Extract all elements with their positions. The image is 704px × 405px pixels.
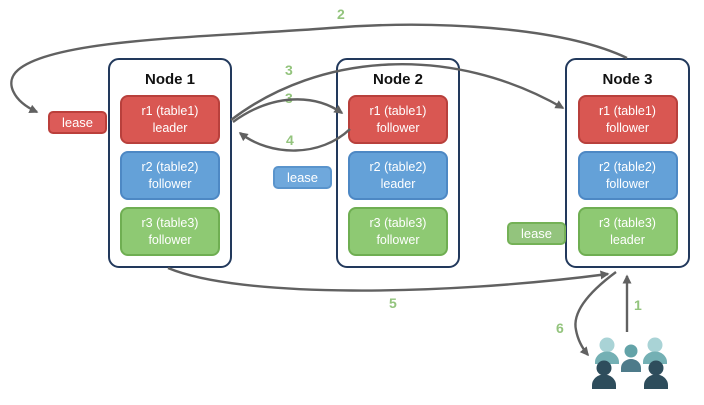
- step-label-3b: 3: [285, 90, 293, 106]
- node-2-title: Node 2: [372, 71, 423, 88]
- step-label-1: 1: [634, 297, 642, 313]
- node-3-title: Node 3: [602, 71, 653, 88]
- node-1-title: Node 1: [144, 71, 195, 88]
- node-3-box: Node 3 r1 (table1) follower r2 (table2) …: [565, 58, 690, 268]
- replica-range: r1 (table1): [141, 104, 199, 119]
- arrow-step-5: [167, 266, 610, 292]
- arrow-step-2: [10, 23, 628, 114]
- replica-range: r3 (table3): [599, 216, 656, 231]
- replica-range: r2 (table2): [369, 160, 427, 175]
- node-2-replica-r2: r2 (table2) leader: [348, 151, 448, 200]
- node-1-box: Node 1 r1 (table1) leader r2 (table2) fo…: [108, 58, 232, 268]
- step-label-6: 6: [556, 320, 564, 336]
- node-2-box: Node 2 r1 (table1) follower r2 (table2) …: [336, 58, 460, 268]
- replica-role: leader: [380, 176, 416, 191]
- node-2-replica-r1: r1 (table1) follower: [348, 95, 448, 144]
- step-label-2: 2: [337, 6, 345, 22]
- replica-role: follower: [376, 120, 420, 135]
- replica-range: r3 (table3): [141, 216, 199, 231]
- replica-range: r1 (table1): [599, 104, 656, 119]
- replica-range: r2 (table2): [141, 160, 199, 175]
- node-3-replica-r1: r1 (table1) follower: [577, 95, 678, 144]
- replica-role: follower: [148, 176, 192, 191]
- replica-role: follower: [605, 120, 650, 135]
- user-person-bottom-left: [592, 360, 616, 389]
- arrow-step-6: [574, 271, 617, 357]
- node-1-replica-r2: r2 (table2) follower: [120, 151, 220, 200]
- replica-role: follower: [148, 232, 192, 247]
- replica-range: r1 (table1): [369, 104, 427, 119]
- replica-role: leader: [152, 120, 188, 135]
- node-3-replica-r2: r2 (table2) follower: [577, 151, 678, 200]
- node-1-replica-r1: r1 (table1) leader: [120, 95, 220, 144]
- node-2-replica-r3: r3 (table3) follower: [348, 207, 448, 256]
- step-label-3a: 3: [285, 62, 293, 78]
- step-label-5: 5: [389, 295, 397, 311]
- lease-badge-r3: lease: [507, 222, 566, 245]
- replica-role: follower: [376, 232, 420, 247]
- step-label-4: 4: [286, 132, 294, 148]
- replica-role: follower: [605, 176, 650, 191]
- node-1-replica-r3: r3 (table3) follower: [120, 207, 220, 256]
- user-person-top-left: [595, 337, 619, 364]
- replica-range: r2 (table2): [599, 160, 656, 175]
- replica-role: leader: [610, 232, 645, 247]
- replica-range: r3 (table3): [369, 216, 427, 231]
- lease-badge-r2: lease: [273, 166, 332, 189]
- user-person-middle: [621, 344, 641, 372]
- user-person-top-right: [643, 337, 667, 364]
- lease-badge-r1: lease: [48, 111, 107, 134]
- node-3-replica-r3: r3 (table3) leader: [577, 207, 678, 256]
- arrow-step-4-ack: [238, 128, 351, 152]
- user-person-bottom-right: [644, 360, 668, 389]
